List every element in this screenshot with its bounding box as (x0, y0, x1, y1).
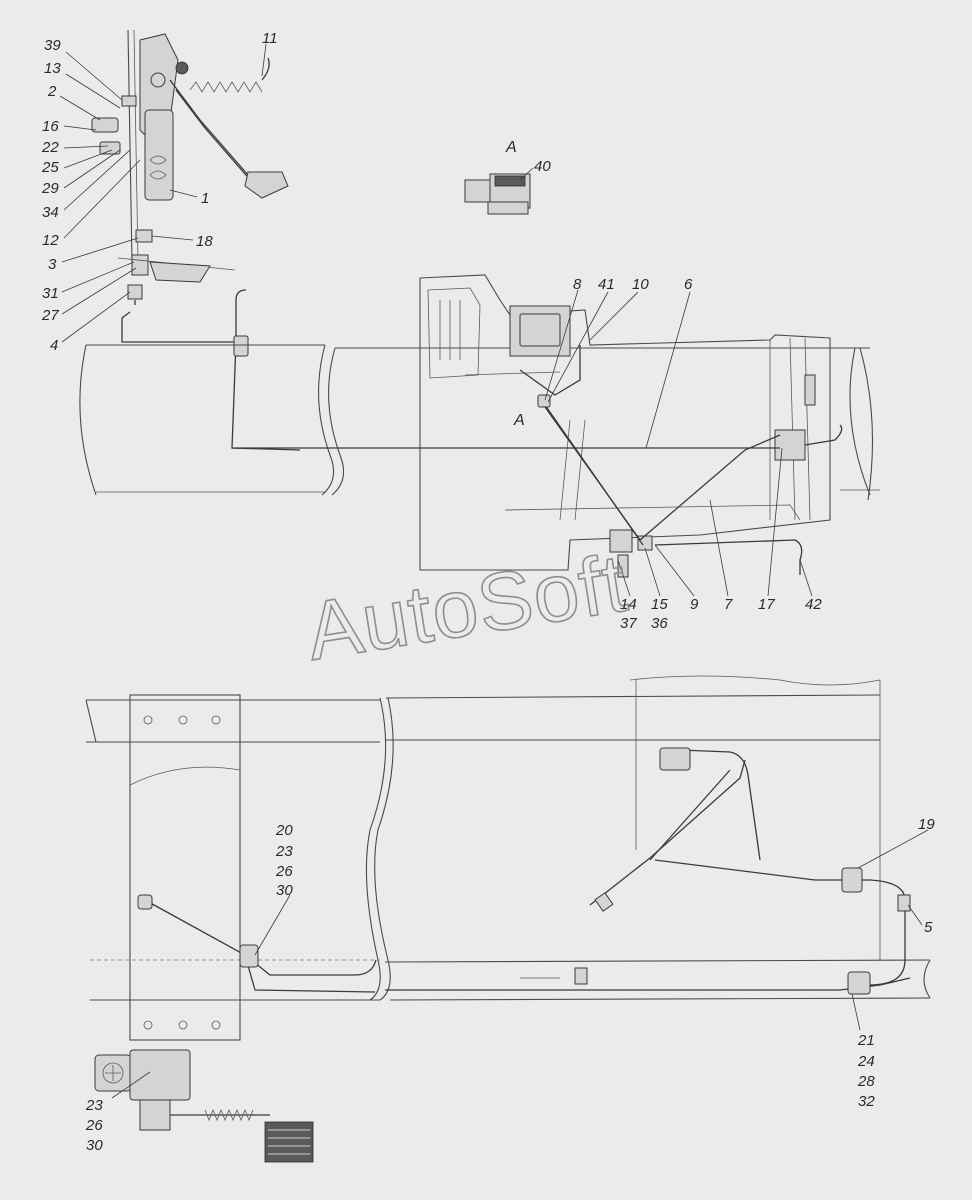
callout-3: 3 (48, 256, 57, 273)
upper-frame-rail (79, 344, 880, 501)
callout-23-lower: 23 (85, 1097, 103, 1114)
view-label-a: A (513, 412, 525, 429)
callout-21: 21 (857, 1032, 875, 1049)
callout-9: 9 (690, 596, 699, 613)
callout-37: 37 (620, 615, 637, 632)
callout-23-upper: 23 (275, 843, 293, 860)
section-view-a (464, 173, 531, 215)
callout-12: 12 (42, 232, 59, 249)
callout-39: 39 (44, 37, 61, 54)
callout-15: 15 (651, 596, 668, 613)
callout-36: 36 (651, 615, 668, 632)
callout-19: 19 (918, 816, 935, 833)
callout-leader-lines (59, 43, 929, 1099)
callout-5: 5 (924, 919, 933, 936)
pedal-bracket-assembly (91, 29, 301, 451)
lower-frame-view (85, 675, 931, 1041)
callout-13: 13 (44, 60, 61, 77)
callout-30-lower: 30 (86, 1137, 103, 1154)
gearbox-assembly (232, 274, 843, 578)
callout-26-lower: 26 (85, 1117, 103, 1134)
callout-20: 20 (275, 822, 293, 839)
callout-25: 25 (41, 159, 59, 176)
callout-27: 27 (41, 307, 59, 324)
callout-8: 8 (573, 276, 582, 293)
callout-32: 32 (858, 1093, 875, 1110)
callout-14: 14 (620, 596, 637, 613)
callout-34: 34 (42, 204, 59, 221)
callout-2: 2 (47, 83, 57, 100)
callout-40: 40 (534, 158, 551, 175)
callout-1: 1 (201, 190, 209, 207)
section-label-a: A (505, 139, 517, 156)
callout-7: 7 (724, 596, 733, 613)
lower-pedal-assembly (94, 1049, 314, 1163)
callout-31: 31 (42, 285, 59, 302)
callout-17: 17 (758, 596, 775, 613)
callout-42: 42 (805, 596, 822, 613)
callout-29: 29 (41, 180, 59, 197)
callout-4: 4 (50, 337, 58, 354)
callout-18: 18 (196, 233, 213, 250)
watermark-text: AutoSoft (301, 537, 634, 677)
callout-41: 41 (598, 276, 615, 293)
callout-24: 24 (857, 1053, 875, 1070)
callout-28: 28 (857, 1073, 875, 1090)
callout-30-upper: 30 (276, 882, 293, 899)
callout-11: 11 (262, 30, 278, 47)
callout-labels: 39 13 2 16 22 25 29 34 12 3 31 27 4 11 1… (41, 30, 935, 1154)
callout-10: 10 (632, 276, 649, 293)
callout-22: 22 (41, 139, 59, 156)
callout-6: 6 (684, 276, 693, 293)
callout-16: 16 (42, 118, 59, 135)
callout-26-upper: 26 (275, 863, 293, 880)
